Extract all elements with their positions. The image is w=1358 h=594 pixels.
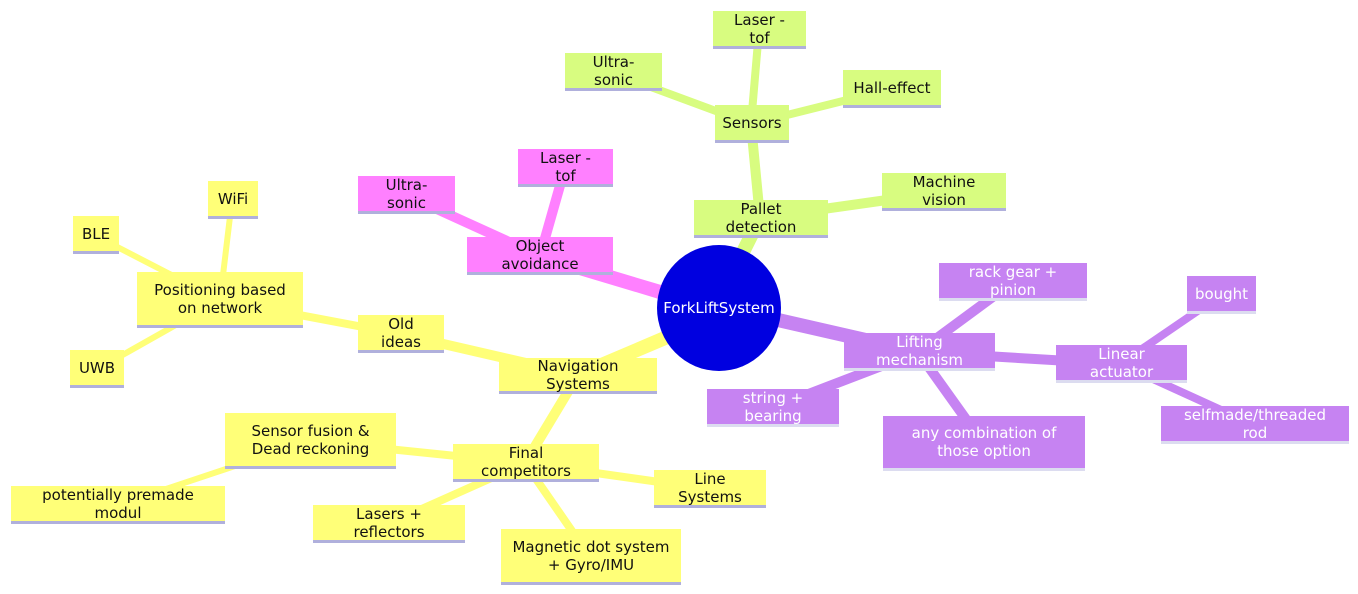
node-object-avoidance[interactable]: Object avoidance: [467, 237, 613, 275]
node-navigation-systems[interactable]: Navigation Systems: [499, 357, 657, 394]
node-pallet-detection[interactable]: Pallet detection: [694, 200, 828, 238]
node-premade-modul[interactable]: potentially premade modul: [11, 486, 225, 524]
node-selfmade-threaded-rod[interactable]: selfmade/threaded rod: [1161, 406, 1349, 444]
node-linear-actuator[interactable]: Linear actuator: [1056, 345, 1187, 383]
node-object-laser-tof[interactable]: Laser - tof: [518, 149, 613, 187]
node-lasers-reflectors[interactable]: Lasers + reflectors: [313, 505, 465, 543]
node-line-systems[interactable]: Line Systems: [654, 470, 766, 508]
node-ble[interactable]: BLE: [73, 216, 119, 254]
node-old-ideas[interactable]: Old ideas: [358, 315, 444, 353]
root-node[interactable]: ForkLiftSystem: [657, 245, 781, 371]
node-positioning-network[interactable]: Positioning based on network: [137, 272, 303, 328]
node-bought[interactable]: bought: [1187, 276, 1256, 314]
node-sensors[interactable]: Sensors: [715, 105, 789, 143]
node-sensor-fusion[interactable]: Sensor fusion & Dead reckoning: [225, 413, 396, 469]
node-string-bearing[interactable]: string + bearing: [707, 389, 839, 427]
root-label: ForkLiftSystem: [663, 299, 775, 317]
node-sensors-ultrasonic[interactable]: Ultra-sonic: [565, 53, 662, 91]
node-hall-effect[interactable]: Hall-effect: [843, 70, 941, 108]
node-wifi[interactable]: WiFi: [208, 181, 258, 219]
node-rack-gear-pinion[interactable]: rack gear + pinion: [939, 263, 1087, 301]
node-uwb[interactable]: UWB: [70, 350, 124, 388]
node-sensors-laser-tof[interactable]: Laser - tof: [713, 11, 806, 49]
node-any-combination[interactable]: any combination of those option: [883, 416, 1085, 471]
node-magnetic-dot[interactable]: Magnetic dot system + Gyro/IMU: [501, 529, 681, 585]
node-final-competitors[interactable]: Final competitors: [453, 444, 599, 482]
node-lifting-mechanism[interactable]: Lifting mechanism: [844, 333, 995, 371]
node-machine-vision[interactable]: Machine vision: [882, 173, 1006, 211]
node-object-ultrasonic[interactable]: Ultra-sonic: [358, 176, 455, 214]
